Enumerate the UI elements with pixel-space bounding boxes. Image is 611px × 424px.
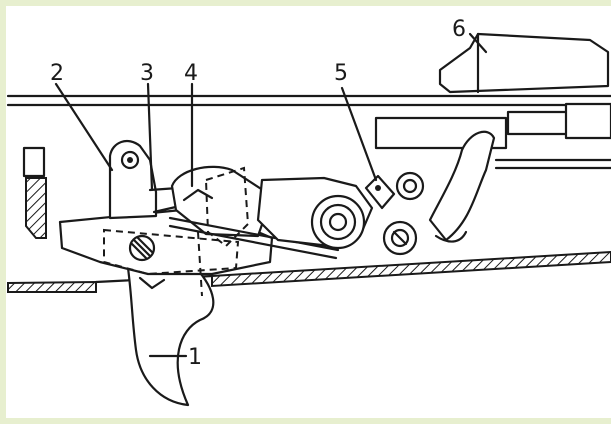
callout-1: 1 [188, 345, 202, 370]
callout-5: 5 [334, 61, 348, 86]
frame-border-top [0, 0, 611, 6]
trigger [126, 266, 215, 407]
slide-catch [428, 130, 496, 243]
pin-assembly [364, 171, 425, 256]
large-roller [310, 194, 366, 250]
disconnector-lever [108, 139, 182, 220]
callout-4: 4 [184, 61, 198, 86]
leader-lines [54, 32, 488, 358]
lower-frame-strip [7, 250, 611, 293]
callout-6: 6 [452, 17, 466, 42]
callout-2: 2 [50, 61, 64, 86]
frame-border-left [0, 0, 6, 424]
sear [170, 165, 274, 248]
rear-block [22, 146, 47, 239]
bolt-carrier [374, 32, 611, 170]
frame-border-bottom [0, 418, 611, 424]
callout-3: 3 [140, 61, 154, 86]
receiver-rails [6, 94, 611, 107]
